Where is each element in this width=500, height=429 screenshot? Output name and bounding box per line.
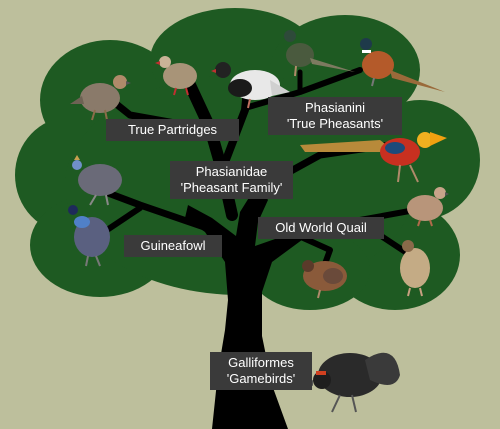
node-guineafowl-title: Guineafowl — [140, 238, 206, 253]
bird-silver-pheasant-icon — [211, 62, 290, 109]
bird-helmeted-guineafowl-icon — [72, 155, 122, 206]
bird-japanese-quail-icon — [400, 240, 430, 297]
bird-green-pheasant-icon — [284, 30, 355, 77]
node-phasianidae-title: Phasianidae — [195, 164, 268, 179]
node-phasianini-title: Phasianini — [305, 100, 365, 115]
node-galliformes-title: Galliformes — [228, 355, 294, 370]
node-true-partridges-title: True Partridges — [127, 122, 218, 137]
node-phasianidae-subtitle: 'Pheasant Family' — [180, 180, 283, 195]
node-phasianini-subtitle: 'True Pheasants' — [286, 116, 384, 131]
bird-vulturine-guineafowl-icon — [68, 205, 110, 267]
node-phasianini: Phasianini 'True Pheasants' — [268, 97, 402, 135]
node-true-partridges: True Partridges — [106, 119, 239, 141]
bird-grey-francolin-icon — [407, 187, 449, 227]
node-old-world-quail: Old World Quail — [258, 217, 384, 239]
node-galliformes: Galliformes 'Gamebirds' — [210, 352, 312, 390]
node-galliformes-subtitle: 'Gamebirds' — [226, 371, 296, 386]
node-guineafowl: Guineafowl — [124, 235, 222, 257]
bird-grey-partridge-icon — [70, 75, 131, 121]
bird-common-quail-icon — [302, 260, 347, 299]
bird-black-grouse-icon — [307, 352, 400, 413]
bird-ring-necked-pheasant-icon — [360, 38, 445, 92]
bird-red-legged-partridge-icon — [155, 56, 197, 96]
node-old-world-quail-title: Old World Quail — [275, 220, 367, 235]
node-phasianidae: Phasianidae 'Pheasant Family' — [170, 161, 293, 199]
bird-golden-pheasant-icon — [300, 132, 447, 183]
